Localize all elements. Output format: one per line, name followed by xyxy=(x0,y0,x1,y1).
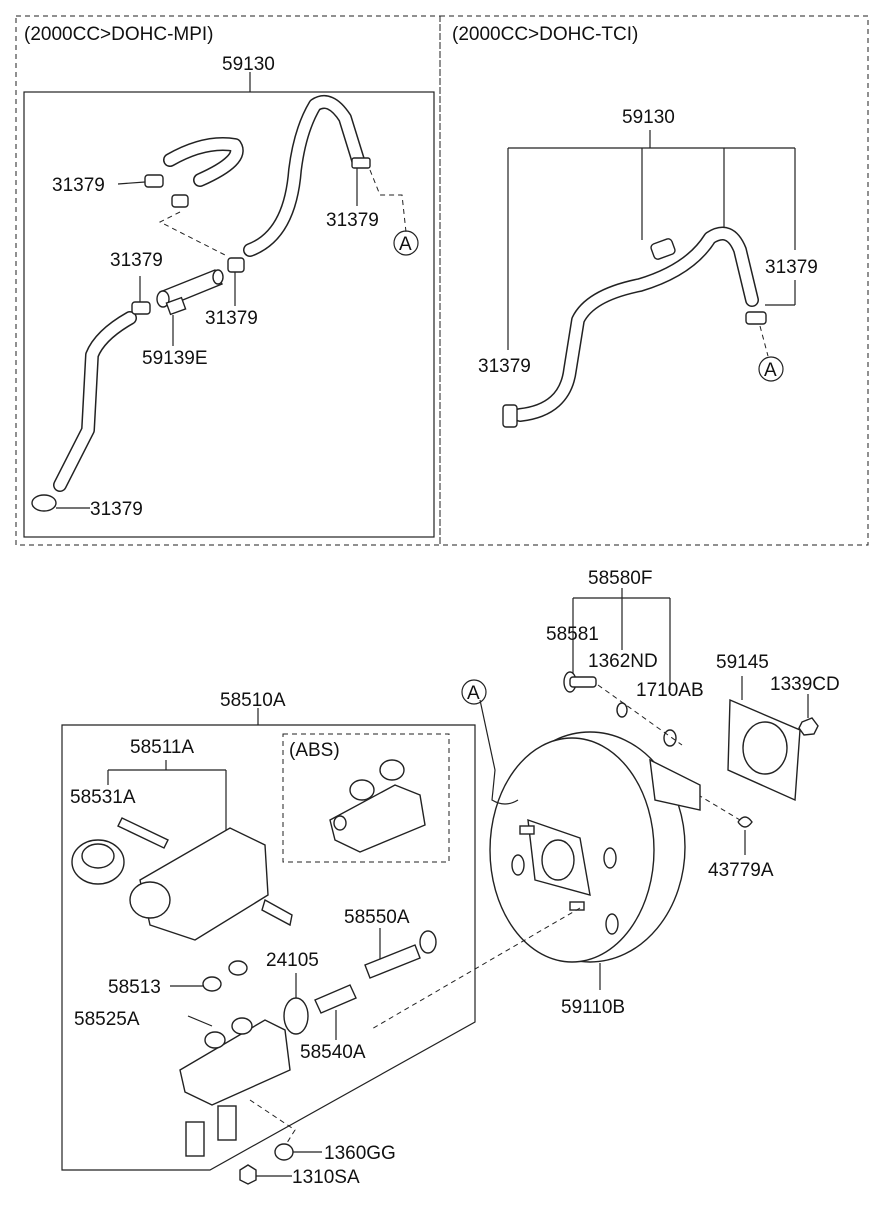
label-1362nd: 1362ND xyxy=(588,651,658,672)
label-31379-tci-b: 31379 xyxy=(478,356,531,377)
label-58510a: 58510A xyxy=(220,690,286,711)
master-cylinder-box xyxy=(61,724,476,1171)
clevis-pin-58581 xyxy=(563,671,597,693)
label-1360gg: 1360GG xyxy=(324,1143,396,1164)
bolt-58525a xyxy=(187,1015,213,1027)
label-58531a: 58531A xyxy=(70,787,136,808)
o-ring-24105 xyxy=(283,997,309,1035)
label-59139e: 59139E xyxy=(142,348,208,369)
washer-1360gg xyxy=(274,1143,294,1161)
label-31379-mpi-e: 31379 xyxy=(90,499,143,520)
tci-section-title: (2000CC>DOHC-TCI) xyxy=(452,24,638,45)
check-valve-59139e xyxy=(156,269,224,316)
mpi-section-title: (2000CC>DOHC-MPI) xyxy=(24,24,214,45)
mpi-section-frame xyxy=(15,15,441,546)
primary-piston-58550a xyxy=(364,930,437,979)
grommet-58513-b xyxy=(228,960,248,976)
tci-section-frame xyxy=(439,15,869,546)
mpi-hose-assembly-box xyxy=(23,91,435,538)
abs-inset-frame xyxy=(282,733,450,863)
callout-a-booster xyxy=(461,679,487,705)
grommet-58513-a xyxy=(202,976,222,992)
reservoir-cap-58531a xyxy=(71,817,169,885)
label-59130-tci: 59130 xyxy=(622,107,675,128)
brake-booster-59110b xyxy=(489,731,701,963)
tci-vacuum-hose xyxy=(502,226,767,428)
label-58550a: 58550A xyxy=(344,907,410,928)
label-31379-mpi-c: 31379 xyxy=(110,250,163,271)
label-43779a: 43779A xyxy=(708,860,774,881)
callout-a-mpi xyxy=(393,230,419,256)
washer-1362nd xyxy=(616,702,628,718)
label-1310sa: 1310SA xyxy=(292,1167,360,1188)
label-24105: 24105 xyxy=(266,950,319,971)
secondary-piston-58540a xyxy=(314,984,357,1014)
callout-a-tci xyxy=(758,356,784,382)
nut-1339cd xyxy=(798,694,819,736)
label-31379-tci-a: 31379 xyxy=(765,257,818,278)
abs-title: (ABS) xyxy=(289,740,340,761)
label-1339cd: 1339CD xyxy=(770,674,840,695)
label-31379-mpi-a: 31379 xyxy=(52,175,105,196)
label-58540a: 58540A xyxy=(300,1042,366,1063)
callout-a-mpi-letter: A xyxy=(399,234,412,255)
label-31379-mpi-b: 31379 xyxy=(326,210,379,231)
label-58580f: 58580F xyxy=(588,568,652,589)
abs-master-cylinder-body xyxy=(329,759,426,853)
label-59130-mpi: 59130 xyxy=(222,54,275,75)
callout-a-booster-letter: A xyxy=(467,683,480,704)
label-59145: 59145 xyxy=(716,652,769,673)
label-58581: 58581 xyxy=(546,624,599,645)
label-58525a: 58525A xyxy=(74,1009,140,1030)
reservoir-58511a xyxy=(129,827,293,941)
nut-1310sa xyxy=(239,1164,257,1185)
label-59110b: 59110B xyxy=(561,997,625,1018)
label-58511a: 58511A xyxy=(130,737,194,758)
callout-a-tci-letter: A xyxy=(764,360,777,381)
master-cylinder-body xyxy=(179,1017,291,1157)
gasket-59145 xyxy=(727,676,801,802)
label-58513: 58513 xyxy=(108,977,161,998)
label-1710ab: 1710AB xyxy=(636,680,704,701)
label-31379-mpi-d: 31379 xyxy=(205,308,258,329)
mpi-vacuum-hose xyxy=(53,95,365,492)
clip-43779a xyxy=(737,816,753,828)
hose-clamp-icons xyxy=(31,157,371,512)
washer-1710ab xyxy=(663,729,677,747)
